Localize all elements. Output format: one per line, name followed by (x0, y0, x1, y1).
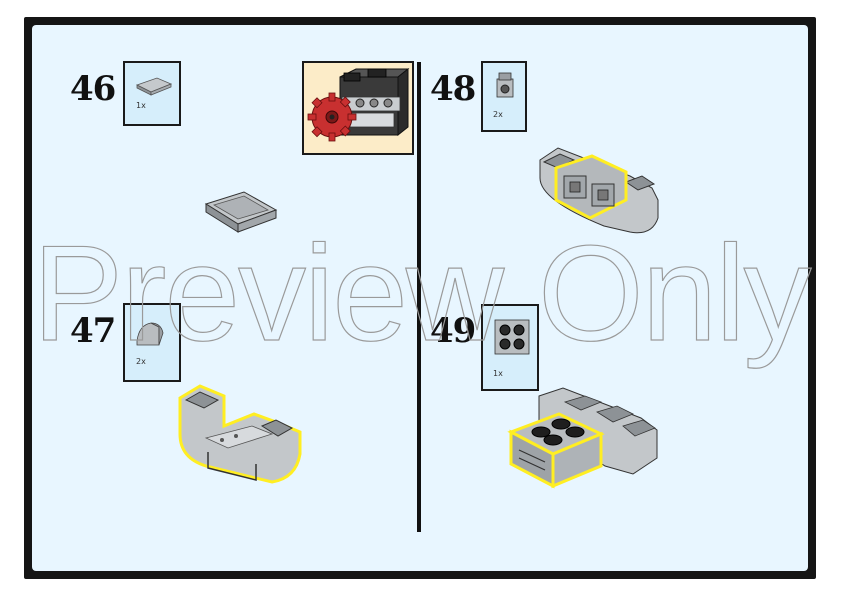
bracket-icon (496, 72, 514, 98)
curved-slope-icon (136, 322, 164, 346)
model-with-black-brick (507, 387, 658, 489)
parts-callout-46: 1x (123, 61, 181, 126)
parts-callout-47: 2x (123, 303, 181, 382)
parts-callout-49: 1x (481, 304, 539, 391)
part-quantity: 1x (493, 369, 503, 378)
part-quantity: 2x (136, 357, 146, 366)
brick-2x2-studs-icon (494, 319, 530, 355)
column-divider (417, 62, 421, 532)
step-number-47: 47 (70, 311, 116, 351)
part-quantity: 1x (136, 101, 146, 110)
model-with-brackets (539, 147, 659, 234)
step-number-48: 48 (430, 69, 476, 109)
part-quantity: 2x (493, 110, 503, 119)
engine-model-icon (307, 67, 410, 142)
step-number-49: 49 (430, 311, 476, 351)
model-preview (302, 61, 414, 155)
tile-on-model (204, 191, 278, 233)
parts-callout-48: 2x (481, 61, 527, 132)
red-gear-icon (307, 92, 357, 142)
step-number-46: 46 (70, 69, 116, 109)
base-with-highlighted-slopes (178, 384, 302, 484)
tile-1x2-icon (135, 77, 173, 96)
